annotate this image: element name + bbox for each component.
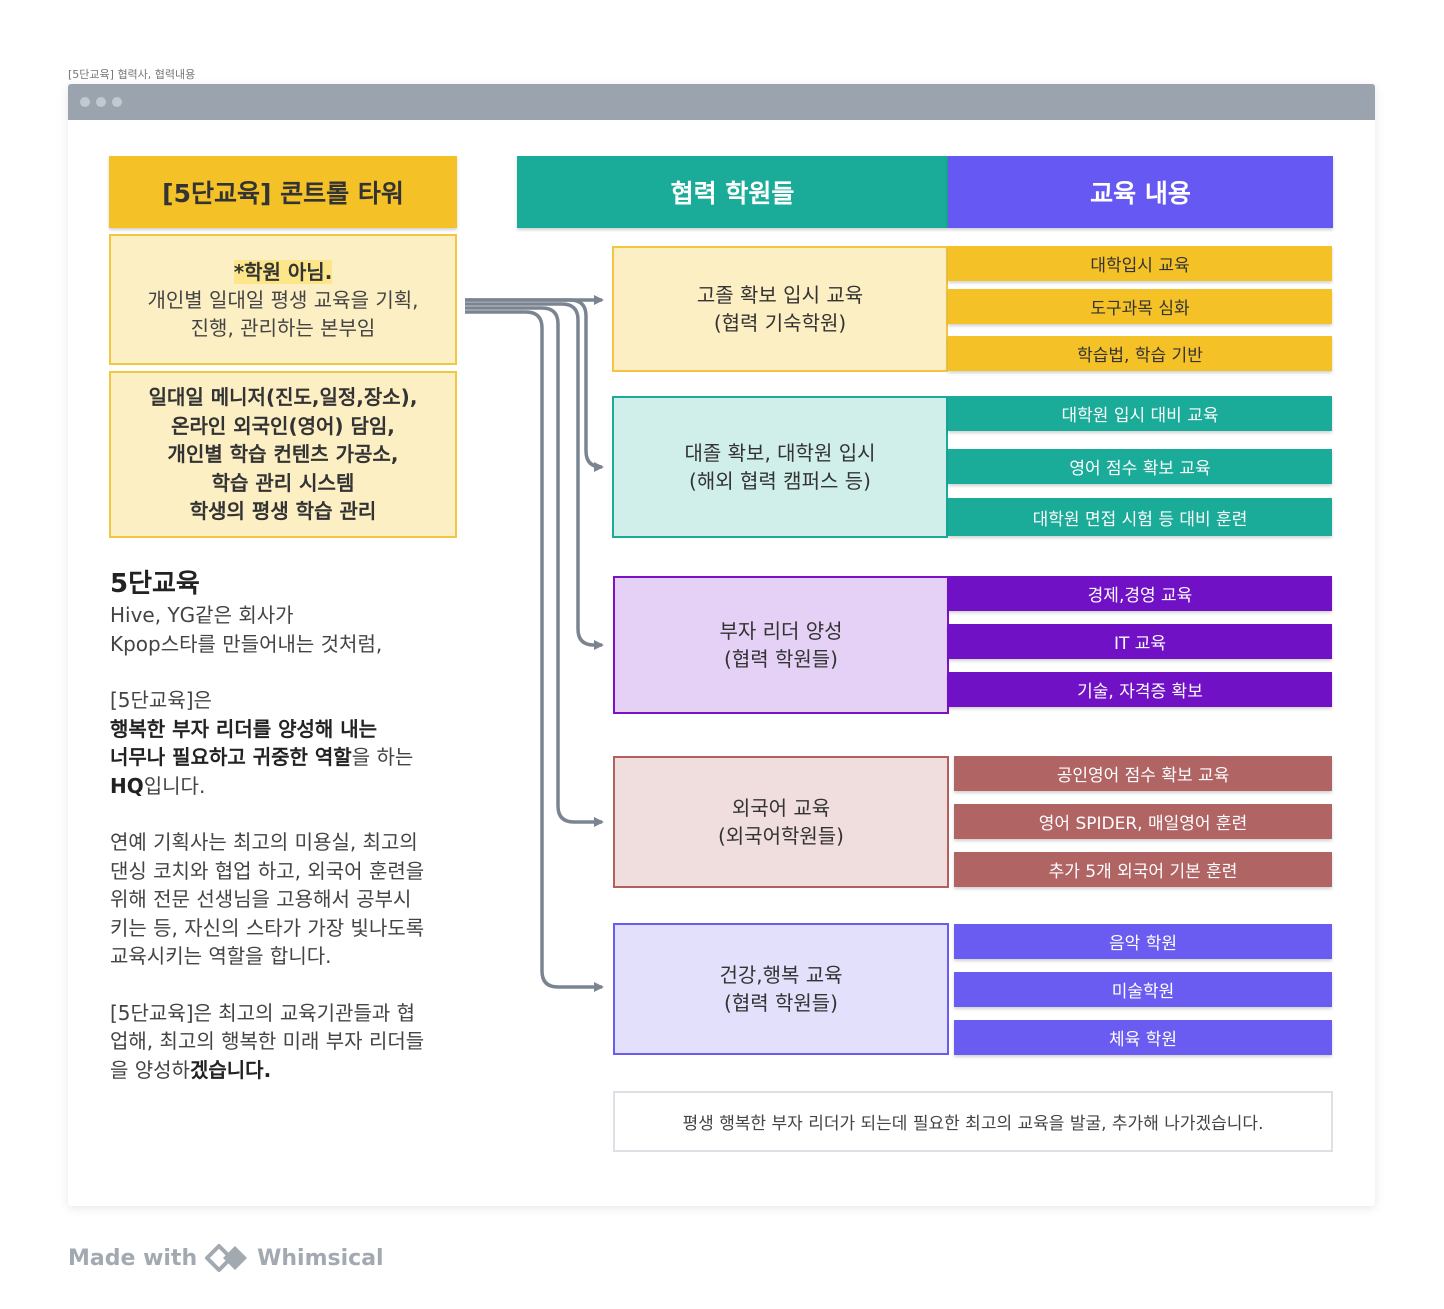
tower-role-item: 개인별 학습 컨텐츠 가공소, bbox=[167, 442, 399, 467]
content-item: 기술, 자격증 확보 bbox=[948, 672, 1332, 707]
partner-academies-header: 협력 학원들 bbox=[517, 156, 948, 228]
whimsical-brand: Whimsical bbox=[257, 1245, 384, 1271]
window-dot-icon bbox=[80, 97, 90, 107]
tower-role-item: 학습 관리 시스템 bbox=[211, 470, 355, 495]
group-subtitle: (협력 학원들) bbox=[724, 991, 838, 1015]
side-text-span: 을 양성하 bbox=[110, 1057, 190, 1082]
side-text-line: 위해 전문 선생님을 고용해서 공부시 bbox=[110, 887, 412, 911]
group-title: 부자 리더 양성 bbox=[719, 619, 843, 643]
side-text-line: [5단교육]은 최고의 교육기관들과 협 bbox=[110, 1000, 416, 1025]
side-text-bold: 너무나 필요하고 귀중한 역할 bbox=[110, 745, 352, 769]
content-item: 공인영어 점수 확보 교육 bbox=[954, 756, 1332, 791]
group-title: 외국어 교육 bbox=[731, 796, 831, 820]
side-text-line: 교육시키는 역할을 합니다. bbox=[110, 944, 332, 968]
education-content-header: 교육 내용 bbox=[948, 156, 1333, 228]
side-text-line: [5단교육]은 bbox=[110, 688, 212, 712]
side-text-bold: 겠습니다. bbox=[189, 1057, 272, 1082]
side-text-bold: HQ bbox=[110, 773, 144, 798]
group-subtitle: (외국어학원들) bbox=[717, 824, 844, 848]
content-item: 미술학원 bbox=[954, 972, 1332, 1007]
arrow-to-group-2 bbox=[465, 298, 604, 472]
made-with-whimsical[interactable]: Made with Whimsical bbox=[68, 1240, 384, 1276]
group-box-health-happiness: 건강,행복 교육 (협력 학원들) bbox=[613, 923, 949, 1055]
arrow-to-group-5 bbox=[465, 310, 604, 992]
content-item: 경제,경영 교육 bbox=[948, 576, 1332, 611]
group-box-wealthy-leader: 부자 리더 양성 (협력 학원들) bbox=[613, 576, 949, 714]
side-heading: 5단교육 bbox=[110, 569, 200, 599]
group-subtitle: (해외 협력 캠퍼스 등) bbox=[689, 469, 871, 493]
side-text-line: 연예 기획사는 최고의 미용실, 최고의 bbox=[110, 830, 418, 854]
side-text-line: 행복한 부자 리더를 양성해 내는 bbox=[110, 716, 378, 741]
group-title: 고졸 확보 입시 교육 bbox=[696, 283, 864, 307]
content-item: 체육 학원 bbox=[954, 1020, 1332, 1055]
group-box-high-school-admission: 고졸 확보 입시 교육 (협력 기숙학원) bbox=[612, 246, 948, 372]
footer-note: 평생 행복한 부자 리더가 되는데 필요한 최고의 교육을 발굴, 추가해 나가… bbox=[613, 1091, 1333, 1152]
content-item: 대학원 입시 대비 교육 bbox=[948, 396, 1332, 431]
tower-roles: 일대일 메니저(진도,일정,장소), 온라인 외국인(영어) 담임, 개인별 학… bbox=[109, 371, 457, 538]
content-item: 대학원 면접 시험 등 대비 훈련 bbox=[948, 498, 1332, 536]
group-title: 건강,행복 교육 bbox=[719, 963, 843, 987]
side-text-span: 을 하는 bbox=[351, 745, 414, 769]
side-text-line: Hive, YG같은 회사가 bbox=[110, 603, 294, 627]
tower-role-item: 학생의 평생 학습 관리 bbox=[189, 499, 377, 524]
made-with-label: Made with bbox=[68, 1245, 198, 1271]
group-subtitle: (협력 기숙학원) bbox=[713, 311, 847, 335]
group-subtitle: (협력 학원들) bbox=[724, 647, 838, 671]
side-description: 5단교육 Hive, YG같은 회사가 Kpop스타를 만들어내는 것처럼, [… bbox=[110, 567, 470, 1084]
content-item: 추가 5개 외국어 기본 훈련 bbox=[954, 852, 1332, 887]
content-item: 영어 점수 확보 교육 bbox=[948, 449, 1332, 484]
window-titlebar bbox=[68, 84, 1375, 120]
content-item: 음악 학원 bbox=[954, 924, 1332, 959]
document-title: [5단교육] 협력사, 협력내용 bbox=[68, 68, 196, 81]
not-academy-highlight: *학원 아님. bbox=[233, 259, 333, 284]
side-text-line: 댄싱 코치와 협업 하고, 외국어 훈련을 bbox=[110, 858, 425, 883]
window-dot-icon bbox=[112, 97, 122, 107]
side-text-line: 업해, 최고의 행복한 미래 부자 리더들 bbox=[110, 1029, 425, 1053]
content-item: IT 교육 bbox=[948, 624, 1332, 659]
arrow-to-group-4 bbox=[465, 306, 604, 827]
tower-role-item: 온라인 외국인(영어) 담임, bbox=[171, 413, 395, 438]
side-text-span: 입니다. bbox=[143, 773, 206, 798]
content-item: 도구과목 심화 bbox=[948, 289, 1332, 324]
group-box-graduate-admission: 대졸 확보, 대학원 입시 (해외 협력 캠퍼스 등) bbox=[612, 396, 948, 538]
whimsical-logo-icon bbox=[205, 1244, 248, 1272]
group-box-foreign-language: 외국어 교육 (외국어학원들) bbox=[613, 756, 949, 888]
content-item: 학습법, 학습 기반 bbox=[948, 336, 1332, 371]
control-tower-header: [5단교육] 콘트롤 타워 bbox=[109, 156, 457, 228]
side-text-line: Kpop스타를 만들어내는 것처럼, bbox=[110, 631, 383, 656]
tower-note: *학원 아님. 개인별 일대일 평생 교육을 기획, 진행, 관리하는 본부임 bbox=[109, 234, 457, 365]
tower-role-item: 일대일 메니저(진도,일정,장소), bbox=[148, 385, 418, 410]
arrow-to-group-3 bbox=[465, 302, 604, 650]
window-dot-icon bbox=[96, 97, 106, 107]
tower-note-line: 진행, 관리하는 본부임 bbox=[190, 315, 376, 340]
tower-note-line: 개인별 일대일 평생 교육을 기획, bbox=[147, 287, 419, 312]
group-title: 대졸 확보, 대학원 입시 bbox=[684, 441, 876, 465]
side-text-line: 키는 등, 자신의 스타가 가장 빛나도록 bbox=[110, 915, 425, 940]
content-item: 대학입시 교육 bbox=[948, 246, 1332, 281]
content-item: 영어 SPIDER, 매일영어 훈련 bbox=[954, 804, 1332, 839]
